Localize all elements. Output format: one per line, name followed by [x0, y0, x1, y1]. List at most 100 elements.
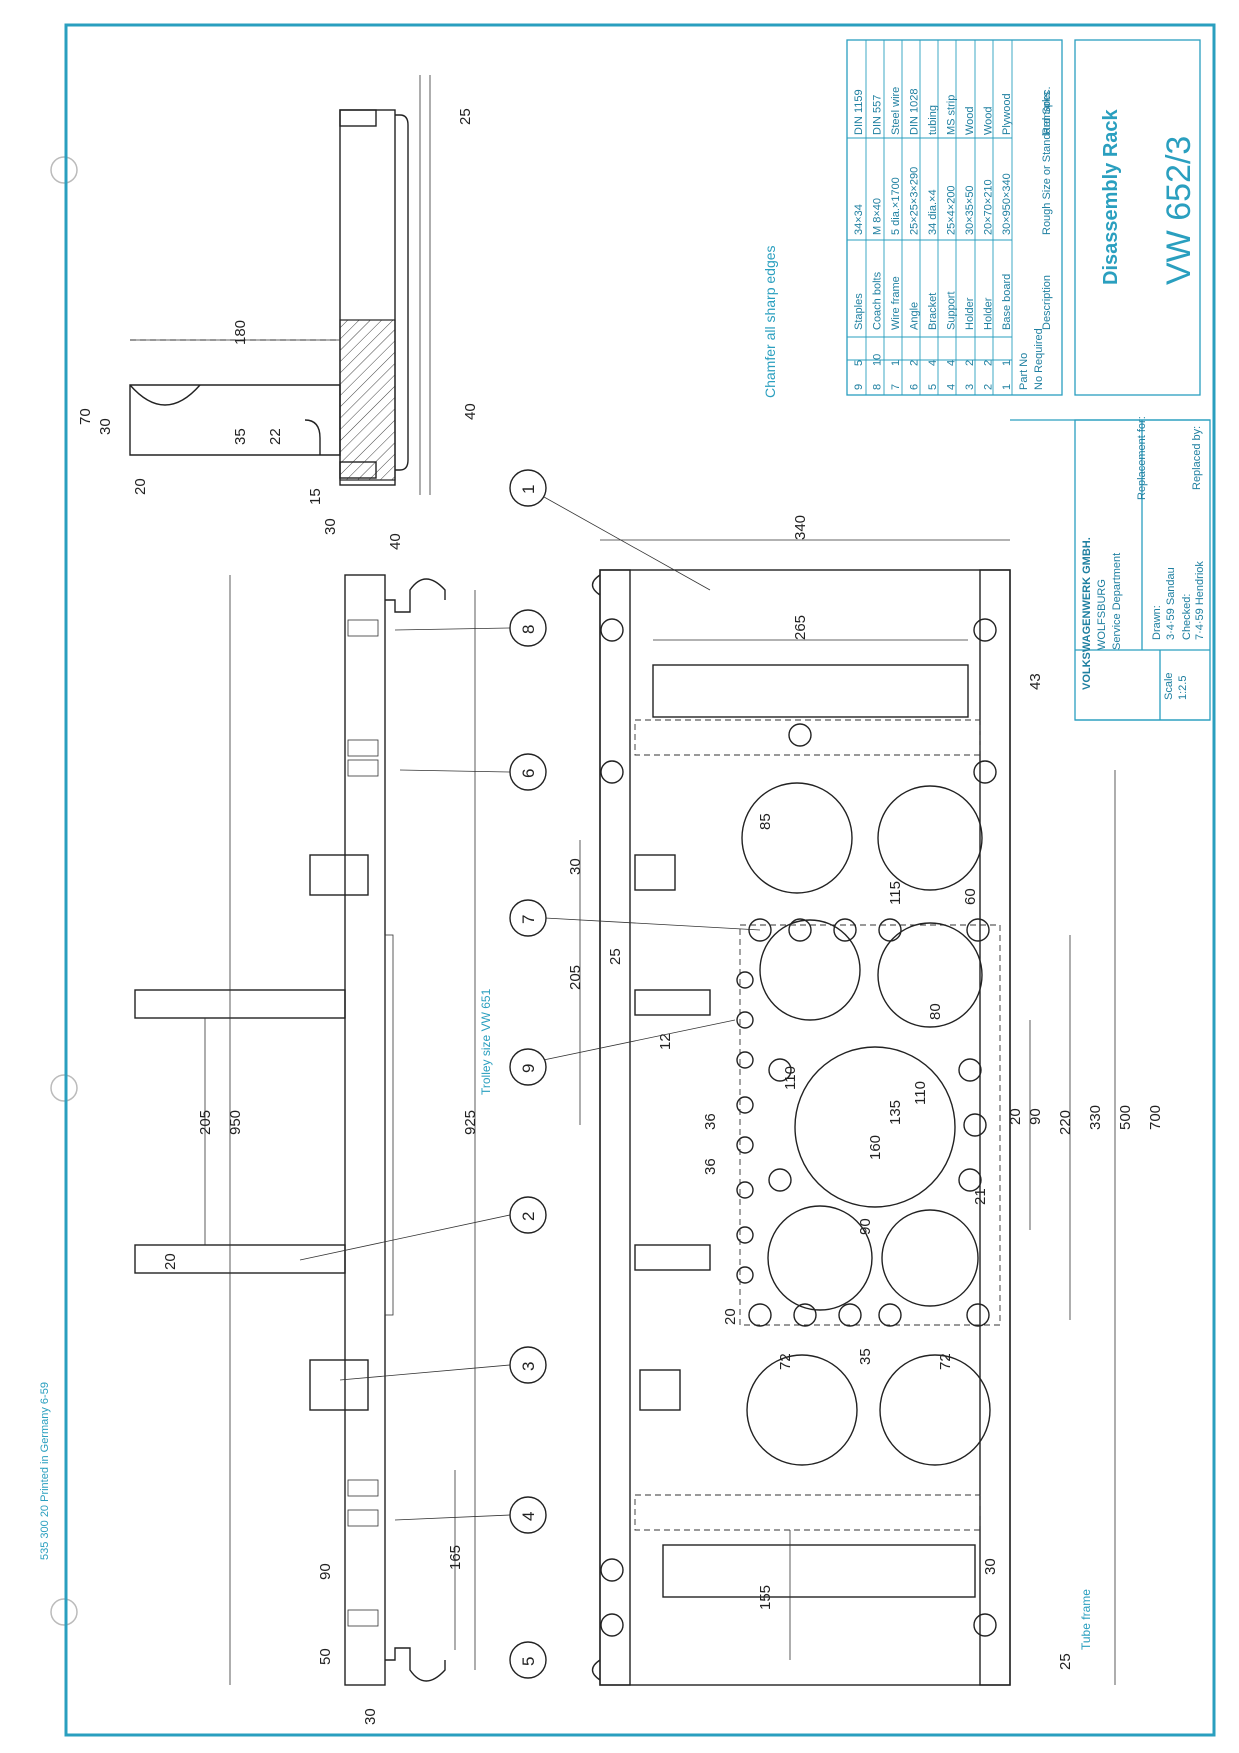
table-cell: 20×70×210: [983, 179, 995, 235]
svg-text:1: 1: [519, 485, 538, 494]
chamfer-note: Chamfer all sharp edges: [762, 245, 778, 398]
dimension-d60: 60: [962, 888, 979, 905]
dimension-d180: 180: [232, 320, 249, 345]
svg-text:Part No: Part No: [1018, 353, 1030, 390]
table-cell: 25×4×200: [946, 185, 958, 235]
dimension-d20b: 20: [1007, 1108, 1024, 1125]
title-block: [1010, 39, 1211, 721]
dimension-d165: 165: [447, 1545, 464, 1570]
dimension-d22: 22: [267, 428, 284, 445]
dimension-d80: 80: [927, 1003, 944, 1020]
part-bubble-2: 2: [509, 1196, 547, 1234]
dimension-d15: 15: [307, 488, 324, 505]
dimension-d72b: 72: [937, 1353, 954, 1370]
dimension-d160: 160: [867, 1135, 884, 1160]
table-cell: Wire frame: [890, 276, 902, 330]
table-cell: 1: [1001, 384, 1013, 390]
dimension-d43: 43: [1027, 673, 1044, 690]
dimension-d85: 85: [757, 813, 774, 830]
trolley-note: Trolley size VW 651: [479, 988, 493, 1095]
replaced-by: Replaced by:: [1191, 426, 1203, 490]
dimension-d35: 35: [232, 428, 249, 445]
dimension-lines: [130, 339, 1116, 1685]
dimension-d220: 220: [1057, 1110, 1074, 1135]
table-cell: tubing: [927, 105, 939, 135]
binder-hole-top: [50, 156, 78, 184]
table-cell: 4: [946, 384, 958, 390]
dimension-d40a: 40: [462, 403, 479, 420]
svg-text:4: 4: [519, 1512, 538, 1521]
table-cell: 10: [872, 354, 884, 366]
part-bubble-3: 3: [509, 1346, 547, 1384]
dimension-d265: 265: [792, 615, 809, 640]
dimension-d25b: 25: [607, 948, 624, 965]
table-cell: 34 dia.×4: [927, 189, 939, 235]
table-cell: 5: [853, 360, 865, 366]
table-cell: Steel wire: [890, 87, 902, 135]
table-cell: 2: [964, 360, 976, 366]
company-name: VOLKSWAGENWERK GMBH.: [1081, 537, 1093, 690]
parts-table-header: Part No No Required Description Rough Si…: [1018, 86, 1053, 390]
table-cell: MS strip: [946, 95, 958, 135]
part-bubble-9: 9: [509, 1048, 547, 1086]
dimension-d30a: 30: [97, 418, 114, 435]
dimension-d20d: 20: [162, 1253, 179, 1270]
part-bubble-1: 1: [509, 469, 547, 507]
dimension-d30e: 30: [982, 1558, 999, 1575]
dimension-d90c: 90: [317, 1563, 334, 1580]
table-cell: 1: [1001, 360, 1013, 366]
dimension-d115: 115: [887, 881, 904, 905]
part-bubble-8: 8: [509, 609, 547, 647]
svg-text:Description: Description: [1041, 275, 1053, 330]
dimension-d72a: 72: [777, 1353, 794, 1370]
svg-text:Rough Size or Standard Spec.: Rough Size or Standard Spec.: [1041, 86, 1053, 235]
part-bubble-5: 5: [509, 1641, 547, 1679]
dimension-d35b: 35: [857, 1348, 874, 1365]
svg-text:9: 9: [519, 1064, 538, 1073]
table-cell: 3: [964, 384, 976, 390]
table-cell: Holder: [983, 297, 995, 330]
print-note: 535 300 20 Printed in Germany 6-59: [39, 1382, 51, 1560]
dimension-d330: 330: [1087, 1105, 1104, 1130]
dimension-d25c: 25: [1057, 1653, 1074, 1670]
dimension-d500: 500: [1117, 1105, 1134, 1130]
scale-label: Scale: [1163, 672, 1175, 700]
binder-hole-bottom: [50, 1598, 78, 1626]
dimension-d20c: 20: [722, 1308, 739, 1325]
parts-list-table: [846, 39, 1063, 396]
binder-hole-middle: [50, 1074, 78, 1102]
plan-view: [591, 569, 1011, 1686]
svg-text:Remarks: Remarks: [1041, 90, 1053, 135]
part-bubble-4: 4: [509, 1496, 547, 1534]
table-cell: 5 dia.×1700: [890, 177, 902, 235]
table-cell: Angle: [909, 302, 921, 330]
drawing-title: Disassembly Rack: [1100, 108, 1122, 285]
dimension-d340: 340: [792, 515, 809, 540]
table-cell: Holder: [964, 297, 976, 330]
table-cell: Plywood: [1001, 93, 1013, 135]
table-cell: 5: [927, 384, 939, 390]
dimension-d155: 155: [757, 1585, 774, 1610]
dimension-d110b: 110: [912, 1081, 929, 1105]
table-cell: DIN 1159: [853, 89, 865, 135]
dimension-d36a: 36: [702, 1113, 719, 1130]
dimension-d30d: 30: [362, 1708, 379, 1725]
dimension-d30c: 30: [567, 858, 584, 875]
dimension-d20: 20: [132, 478, 149, 495]
table-cell: 9: [853, 384, 865, 390]
table-cell: Coach bolts: [872, 271, 884, 330]
replacement-for: Replacement for:: [1136, 416, 1148, 500]
table-cell: 4: [946, 360, 958, 366]
dimension-d90b: 90: [1027, 1108, 1044, 1125]
table-cell: DIN 1028: [909, 89, 921, 135]
dimension-d30b: 30: [322, 518, 339, 535]
table-cell: Base board: [1001, 274, 1013, 330]
dimension-d925: 925: [462, 1110, 479, 1135]
dimension-d110a: 110: [782, 1066, 799, 1090]
table-cell: 2: [909, 360, 921, 366]
svg-text:No Required: No Required: [1033, 328, 1045, 390]
table-cell: 4: [927, 360, 939, 366]
